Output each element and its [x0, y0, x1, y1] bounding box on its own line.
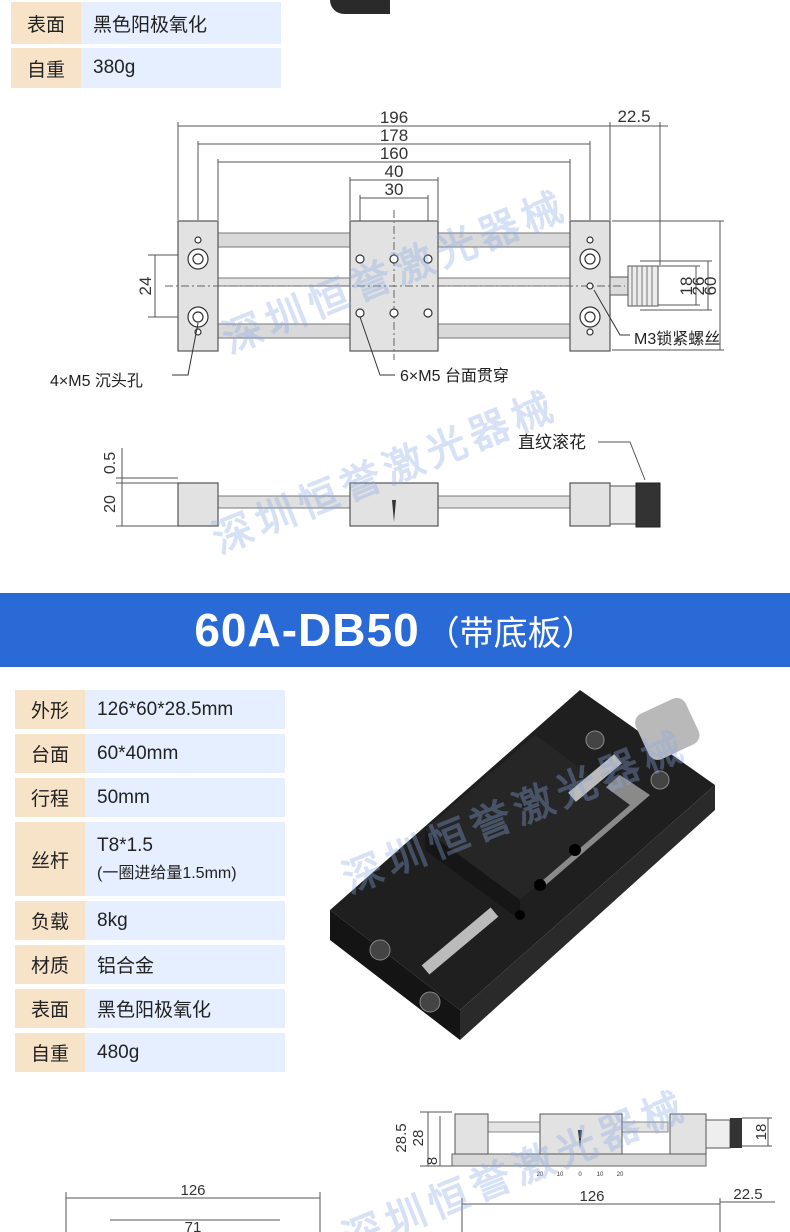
dim-22-5-bottom: 22.5	[733, 1186, 762, 1203]
dim-178: 178	[380, 126, 408, 145]
callout-knurl: 直纹滚花	[518, 433, 586, 452]
model-note: （带底板）	[425, 614, 596, 653]
spec-value: 480g	[85, 1033, 285, 1072]
dim-8: 8	[424, 1157, 441, 1165]
scale-label: 20	[537, 1172, 544, 1178]
product-photo	[330, 690, 715, 1040]
model-banner: 60A-DB50 （带底板）	[0, 593, 790, 667]
dim-126-left: 126	[180, 1182, 205, 1199]
spec-key: 自重	[11, 48, 81, 88]
dim-71: 71	[185, 1219, 202, 1232]
spec-key: 丝杆	[15, 822, 85, 896]
dim-126-right: 126	[579, 1188, 604, 1205]
dim-18: 18	[677, 277, 696, 296]
dim-24: 24	[136, 277, 155, 296]
spec-key: 表面	[11, 2, 81, 44]
dim-28-5: 28.5	[393, 1123, 410, 1152]
scale-label: 10	[597, 1172, 604, 1178]
spec-row-size: 外形 126*60*28.5mm	[15, 690, 285, 729]
spec-row-table: 台面 60*40mm	[15, 734, 285, 773]
dim-18-right: 18	[753, 1124, 770, 1141]
spec-row-surface: 表面 黑色阳极氧化	[15, 989, 285, 1028]
spec-key: 外形	[15, 690, 85, 729]
spec-row-material: 材质 铝合金	[15, 945, 285, 984]
spec-value: T8*1.5 (一圈进给量1.5mm)	[85, 822, 285, 896]
dim-160: 160	[380, 144, 408, 163]
spec-value: 380g	[81, 48, 281, 88]
spec-value: 8kg	[85, 901, 285, 940]
dim-40: 40	[385, 162, 404, 181]
spec-key: 表面	[15, 989, 85, 1028]
spec-row-leadscrew: 丝杆 T8*1.5 (一圈进给量1.5mm)	[15, 822, 285, 896]
model-title: 60A-DB50	[194, 604, 420, 656]
db50-side-drawing: 20 10 0 10 20 28.5 28 8 18	[393, 1111, 772, 1178]
spec-value: 铝合金	[85, 945, 285, 984]
dim-26: 26	[689, 277, 708, 296]
spec-key: 负载	[15, 901, 85, 940]
spec-value: 60*40mm	[85, 734, 285, 773]
callout-m5-through: 6×M5 台面贯穿	[400, 367, 509, 385]
spec-value: 126*60*28.5mm	[85, 690, 285, 729]
dim-30: 30	[385, 180, 404, 199]
dim-22-5: 22.5	[617, 107, 650, 126]
dim-20: 20	[102, 495, 119, 513]
callout-m5-counterbore: 4×M5 沉头孔	[50, 372, 143, 390]
scale-label: 20	[617, 1172, 624, 1178]
spec-value: 黑色阳极氧化	[85, 989, 285, 1028]
dim-0-5: 0.5	[102, 452, 119, 474]
spec-key: 材质	[15, 945, 85, 984]
spec-key: 台面	[15, 734, 85, 773]
callout-m3-lock-screw: M3锁紧螺丝	[634, 330, 720, 348]
dim-28: 28	[410, 1130, 427, 1147]
dim-60: 60	[701, 277, 720, 296]
top-view-drawing: 196 178 160 40 30 22.5 24 18 26 60 4×M5 …	[50, 107, 724, 390]
spec-key: 自重	[15, 1033, 85, 1072]
scale-label: 10	[557, 1172, 564, 1178]
spec-row-weight: 自重 480g	[15, 1033, 285, 1072]
spec-row-load: 负载 8kg	[15, 901, 285, 940]
spec-row-surface-top: 表面 黑色阳极氧化	[11, 2, 281, 44]
db50-bottom-dims: 126 71 126 22.5	[65, 1182, 775, 1232]
spec-value: 黑色阳极氧化	[81, 2, 281, 44]
spec-key: 行程	[15, 778, 85, 817]
dim-196: 196	[380, 108, 408, 127]
spec-row-weight-top: 自重 380g	[11, 48, 281, 88]
spec-row-travel: 行程 50mm	[15, 778, 285, 817]
scale-label: 0	[578, 1172, 582, 1178]
side-view-drawing: 0.5 20 直纹滚花	[102, 433, 661, 528]
spec-value: 50mm	[85, 778, 285, 817]
product-photo-top-fragment	[330, 0, 390, 14]
